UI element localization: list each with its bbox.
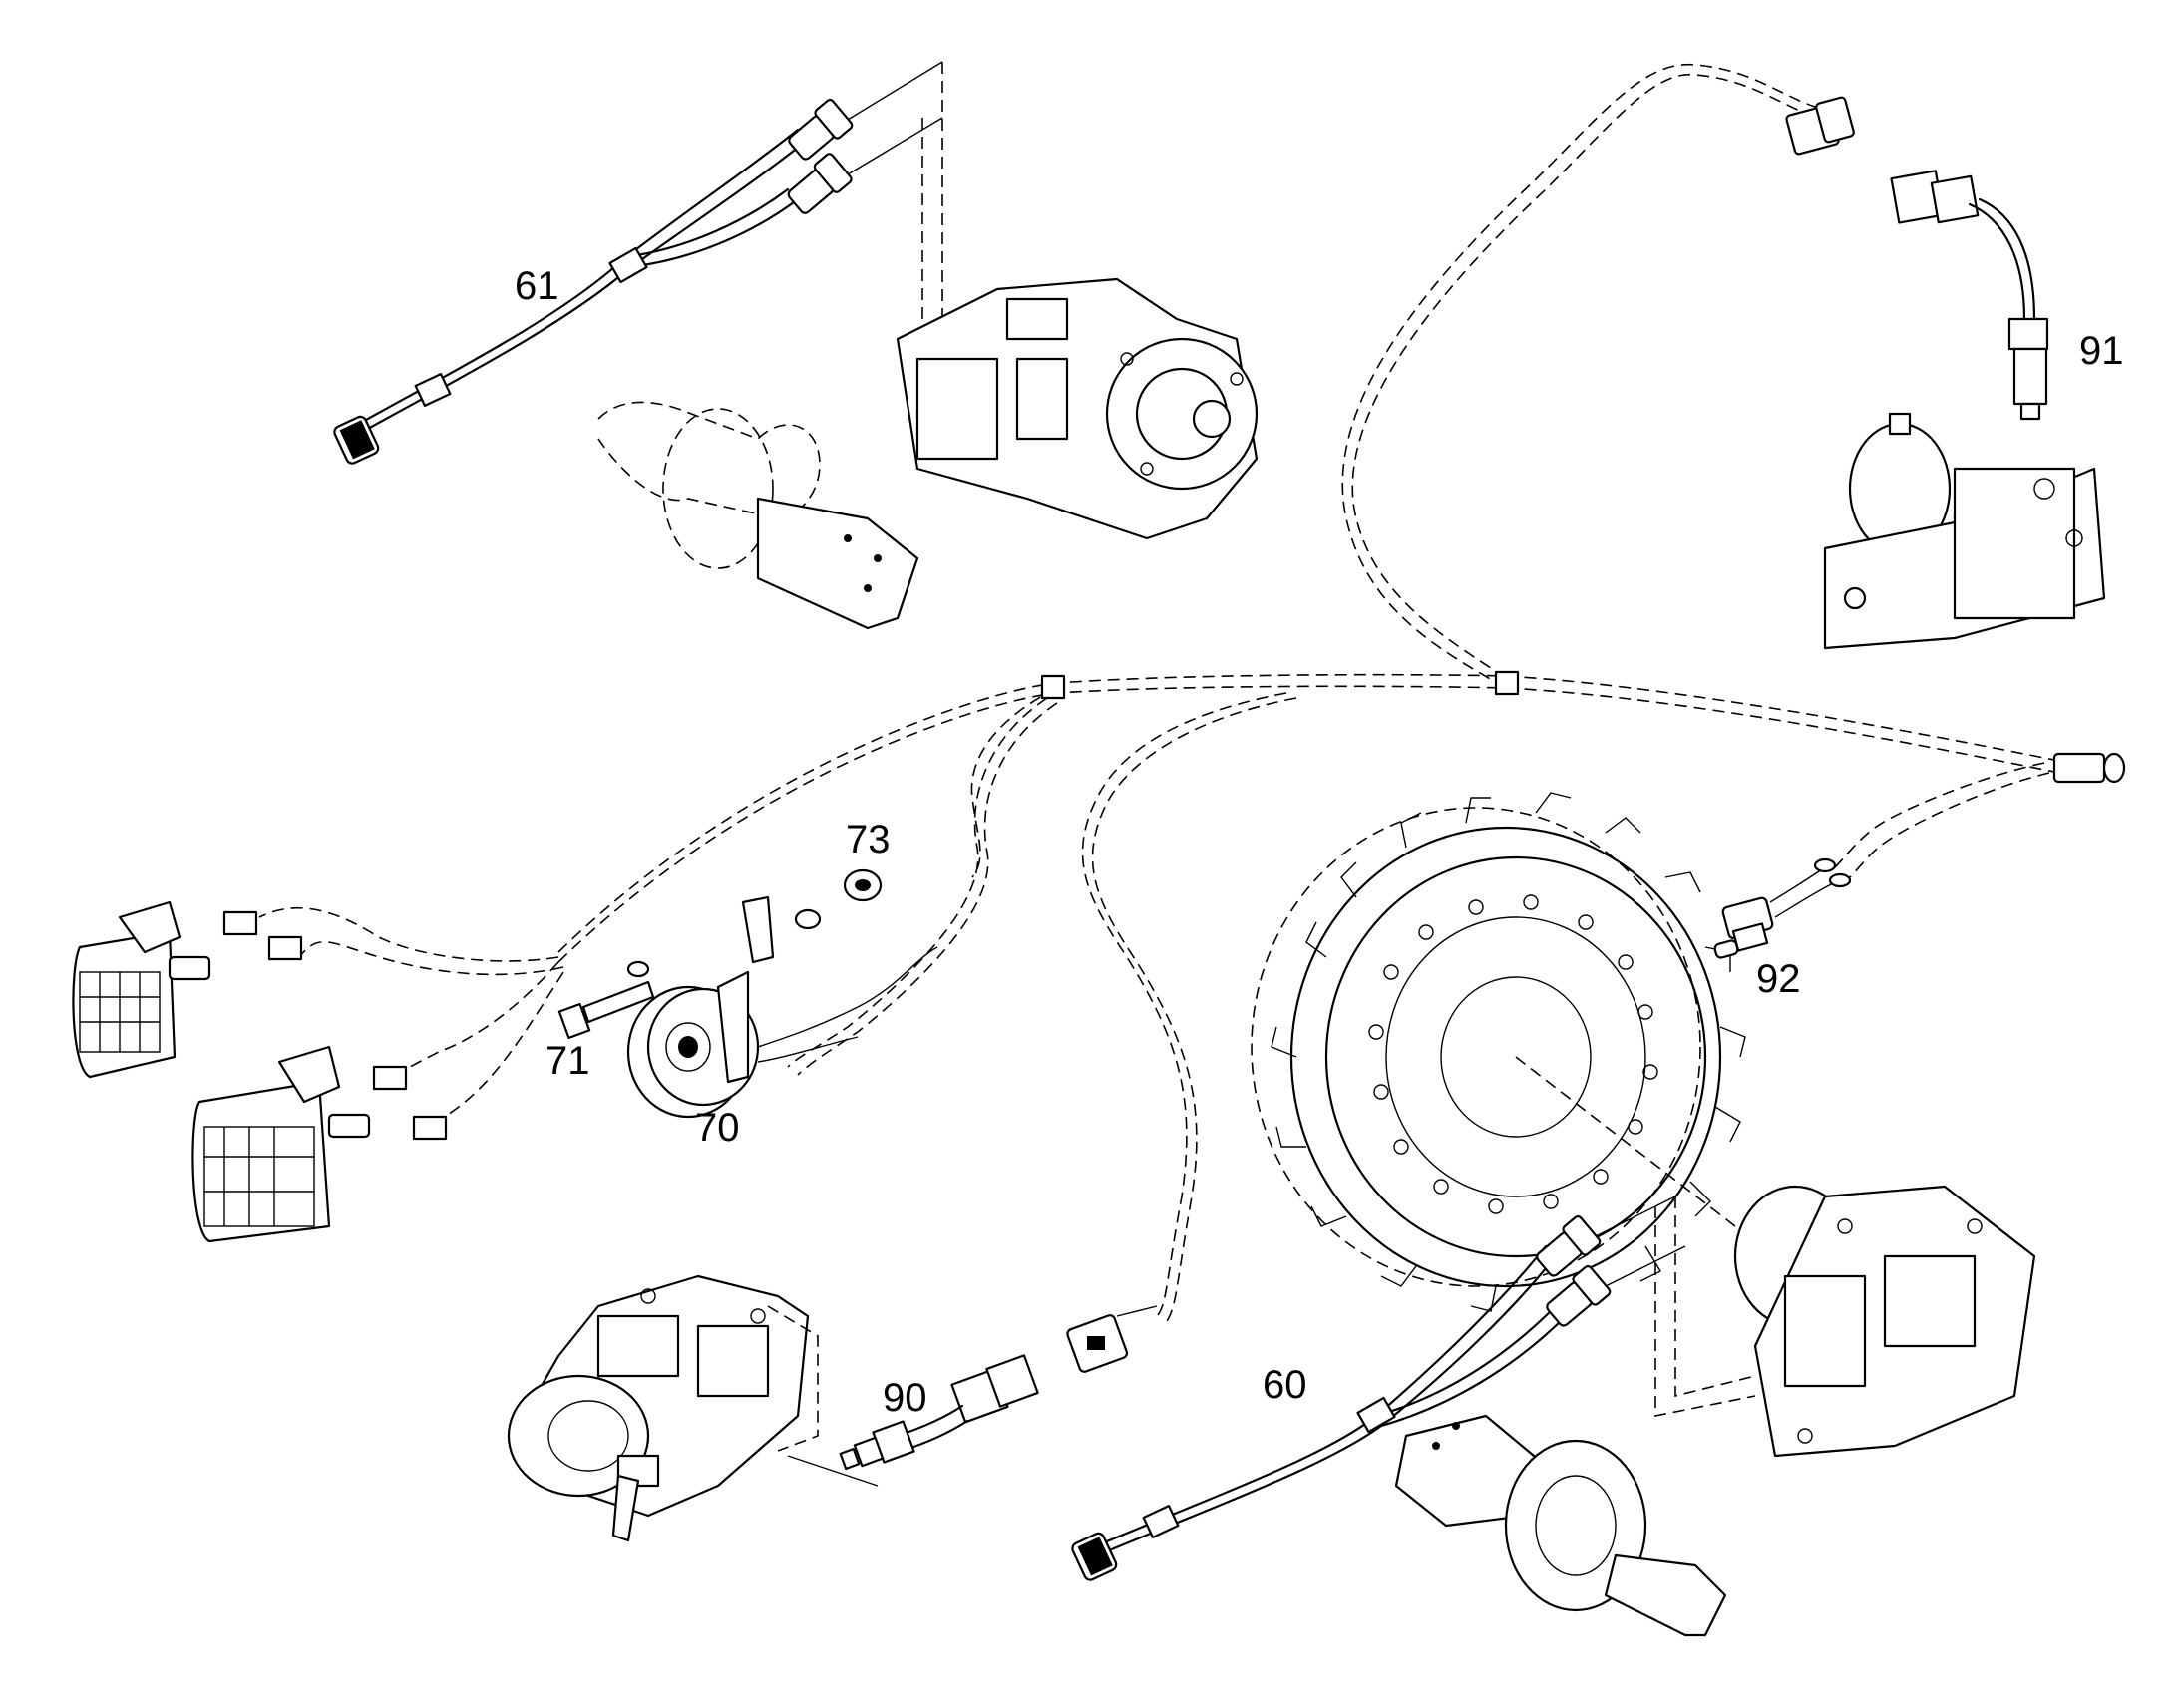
- nut-73: [794, 868, 883, 930]
- hydraulic-pump: [507, 1274, 879, 1542]
- callout-91: 91: [2079, 329, 2124, 373]
- callout-70: 70: [695, 1106, 740, 1150]
- callout-71: 71: [545, 1039, 590, 1083]
- callout-73: 73: [846, 818, 891, 861]
- horn-70: [626, 895, 938, 1119]
- sensor-harness-60: [1071, 1196, 1756, 1581]
- drive-sprocket: [1251, 792, 1746, 1312]
- main-harness: [258, 63, 2126, 1322]
- bolt-71: [557, 960, 655, 1040]
- drive-shaft-bottom: [1394, 1414, 1727, 1637]
- temperature-sensor-92: [1713, 857, 1852, 959]
- callout-90: 90: [883, 1376, 927, 1420]
- callout-92: 92: [1756, 957, 1801, 1001]
- callout-60: 60: [1263, 1363, 1307, 1407]
- travel-motor-bottom: [1733, 1185, 2036, 1458]
- callouts: 61 91 73 92 71 70 60 90: [515, 264, 2124, 1420]
- drive-shaft-top: [597, 401, 919, 630]
- callout-61: 61: [515, 264, 559, 308]
- sensor-harness-61: [333, 61, 943, 465]
- work-lamp-lower: [191, 1045, 448, 1243]
- work-lamp-upper: [72, 900, 303, 1079]
- pressure-switch-91: [1785, 96, 2049, 421]
- brake-valve: [1823, 412, 2106, 650]
- travel-motor-top: [896, 277, 1259, 540]
- pressure-sensor-90: [839, 1305, 1158, 1471]
